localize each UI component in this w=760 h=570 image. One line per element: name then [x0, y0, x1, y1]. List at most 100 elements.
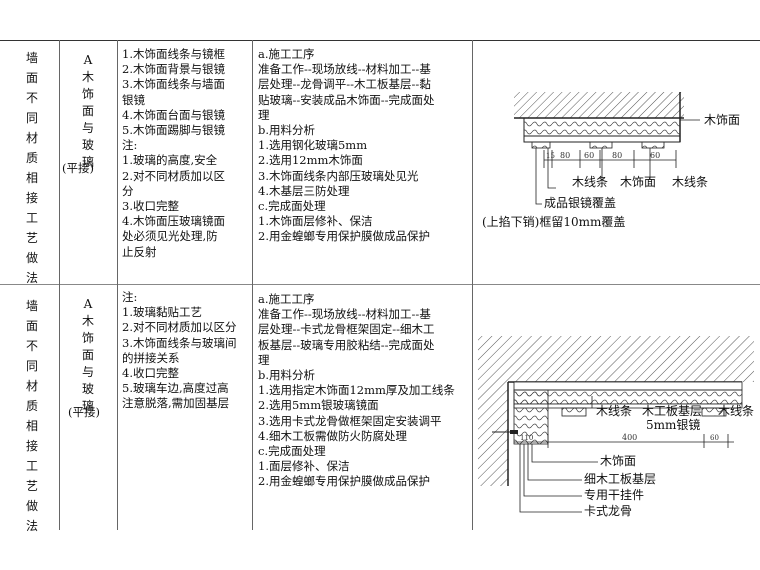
subcategory-char: 与 — [81, 121, 94, 135]
r2-dim-2: 400 — [622, 433, 637, 442]
item-line: 1.玻璃黏贴工艺 — [122, 305, 202, 320]
item-line: 1.木饰面线条与镜框 — [122, 47, 225, 61]
category-char: 法 — [25, 519, 38, 533]
category-char: 做 — [25, 499, 38, 513]
category-char: 墙 — [25, 51, 38, 65]
col-divider-2 — [117, 40, 118, 530]
category-char: 面 — [25, 71, 38, 85]
category-char: 不 — [25, 91, 38, 105]
process-line: 3.木饰面线条内部压玻璃处见光 — [258, 168, 419, 183]
item-line: 处必须见光处理,防 — [122, 229, 218, 244]
category-char: 墙 — [25, 299, 38, 313]
category-char: 工 — [25, 459, 38, 473]
r2-legend-3: 专用干挂件 — [584, 487, 644, 502]
subcategory-char: 木 — [81, 70, 94, 84]
process-line: 板基层--玻璃专用胶粘结--完成面处 — [258, 337, 435, 352]
process-line: 4.木基层三防处理 — [258, 183, 350, 198]
row2-subnote: (平接) — [68, 405, 100, 419]
row-divider — [0, 284, 760, 285]
subcategory-char: A — [83, 53, 93, 67]
row1-section-diagram: 15 80 60 80 60 木饰面 木线条 木饰面 木线条 成品银镜覆盖 (上… — [482, 92, 740, 229]
col-divider-3 — [252, 40, 253, 530]
item-line: 银镜 — [122, 92, 145, 107]
category-char: 工 — [25, 211, 38, 225]
process-line: 贴玻璃--安装成品木饰面--完成面处 — [258, 92, 435, 107]
process-line: 2.选用5mm银玻璃镜面 — [258, 398, 379, 413]
process-line: c.完成面处理 — [258, 199, 326, 214]
item-line: 5.玻璃车边,高度过高 — [122, 381, 229, 396]
process-line: c.完成面处理 — [258, 444, 326, 459]
item-line: 分 — [122, 183, 134, 198]
subcategory-char: 面 — [81, 348, 94, 362]
process-line: 3.选用卡式龙骨做框架固定安装调平 — [258, 413, 442, 428]
process-line: 准备工作--现场放线--材料加工--基 — [258, 307, 431, 322]
subcategory-char: 面 — [81, 104, 94, 118]
category-char: 面 — [25, 319, 38, 333]
r1-label-row-2: 木饰面 — [620, 175, 656, 189]
subcategory-char: 饰 — [81, 87, 94, 101]
category-char: 相 — [25, 419, 38, 433]
process-line: 准备工作--现场放线--材料加工--基 — [258, 62, 431, 77]
category-char: 不 — [25, 339, 38, 353]
r2-label-mid-2: 木工板基层 — [642, 404, 702, 418]
process-line: 4.细木工板需做防火防腐处理 — [258, 428, 407, 443]
process-line: 理 — [258, 107, 270, 122]
category-char: 相 — [25, 171, 38, 185]
item-line: 3.木饰面线条与墙面 — [122, 77, 225, 92]
item-line: 4.木饰面压玻璃镜面 — [122, 214, 225, 229]
item-line: 注意脱落,需加固基层 — [122, 396, 230, 411]
r2-label-mid-3: 木线条 — [718, 404, 754, 418]
process-line: a.施工工序 — [258, 47, 315, 61]
subcategory-char: 木 — [81, 314, 94, 328]
process-line: 1.选用钢化玻璃5mm — [258, 138, 368, 153]
item-line: 4.收口完整 — [122, 366, 179, 381]
r1-wall-hatch — [514, 92, 684, 118]
category-char: 材 — [25, 131, 38, 145]
process-line: 理 — [258, 352, 270, 367]
r2-legend-4: 卡式龙骨 — [584, 504, 632, 518]
process-line: 层处理--龙骨调平--木工板基层--黏 — [258, 77, 431, 92]
category-char: 质 — [25, 399, 38, 413]
item-line: 3.木饰面线条与玻璃间 — [122, 335, 237, 350]
process-line: 2.用金蝗螂专用保护膜做成品保护 — [258, 229, 430, 244]
category-char: 同 — [25, 111, 38, 125]
r2-dim-1: 110 — [520, 434, 533, 442]
process-line: a.施工工序 — [258, 292, 315, 306]
item-line: 的拼接关系 — [122, 350, 180, 365]
r1-dim-3: 60 — [584, 151, 594, 160]
category-char: 法 — [25, 271, 38, 285]
r2-dim-3: 60 — [710, 434, 719, 442]
item-line: 注: — [122, 138, 138, 153]
subcategory-char: 璃 — [81, 399, 94, 413]
subcategory-char: 玻 — [81, 138, 94, 152]
r1-dim-2: 80 — [560, 151, 570, 160]
item-line: 2.木饰面背景与银镜 — [122, 62, 225, 77]
item-line: 3.收口完整 — [122, 199, 179, 214]
r1-label-note: (上掐下销)框留10mm覆盖 — [482, 214, 625, 229]
r1-dim-4: 80 — [612, 151, 622, 160]
process-line: b.用料分析 — [258, 368, 316, 383]
process-line: 2.用金蝗螂专用保护膜做成品保护 — [258, 474, 430, 489]
process-line: b.用料分析 — [258, 123, 316, 138]
item-line: 止反射 — [122, 244, 157, 259]
subcategory-char: 与 — [81, 365, 94, 379]
r1-label-top: 木饰面 — [704, 113, 740, 127]
item-line: 5.木饰面踢脚与银镜 — [122, 123, 225, 138]
r1-label-row-3: 木线条 — [672, 175, 708, 189]
category-char: 材 — [25, 379, 38, 393]
process-line: 1.面层修补、保洁 — [258, 459, 350, 474]
category-char: 艺 — [25, 479, 38, 493]
r2-label-mirror: 5mm银镜 — [646, 417, 700, 432]
process-line: 层处理--卡式龙骨框架固定--细木工 — [258, 322, 435, 337]
item-line: 2.对不同材质加以区分 — [122, 320, 237, 335]
process-line: 1.选用指定木饰面12mm厚及加工线条 — [258, 383, 455, 398]
subcategory-char: 玻 — [81, 382, 94, 396]
item-line: 1.玻璃的高度,安全 — [122, 153, 218, 168]
row2-process: a.施工工序准备工作--现场放线--材料加工--基层处理--卡式龙骨框架固定--… — [258, 292, 470, 490]
category-char: 接 — [25, 191, 38, 205]
process-line: 1.木饰面层修补、保洁 — [258, 214, 373, 229]
